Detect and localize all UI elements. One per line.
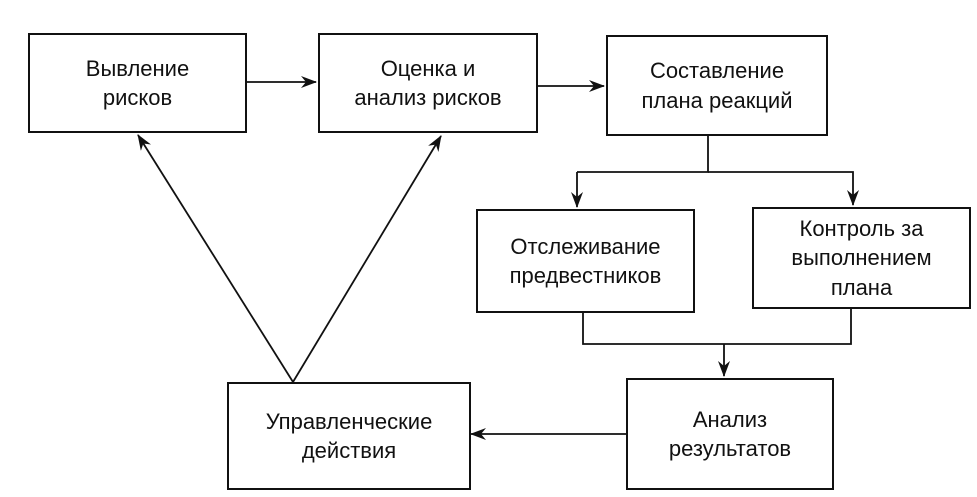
node-analysis: Анализ результатов: [626, 378, 834, 490]
connector-monitoring-merge: [582, 313, 724, 345]
node-analysis-label: Анализ результатов: [668, 406, 792, 461]
node-monitoring: Отслеживание предвестников: [476, 209, 695, 313]
node-planning-label: Составление плана реакций: [641, 58, 793, 113]
node-actions-label: Управленческие действия: [265, 408, 433, 463]
node-control: Контроль за выполнением плана: [752, 207, 971, 309]
node-identification: Вывление рисков: [28, 33, 247, 133]
node-monitoring-label: Отслеживание предвестников: [509, 233, 662, 288]
node-actions: Управленческие действия: [227, 382, 471, 490]
node-planning: Составление плана реакций: [606, 35, 828, 136]
arrow-actions-to-assessment: [292, 135, 442, 383]
connector-planning-split: [577, 136, 709, 173]
node-assessment-label: Оценка и анализ рисков: [354, 55, 502, 110]
node-control-label: Контроль за выполнением плана: [791, 216, 932, 300]
node-assessment: Оценка и анализ рисков: [318, 33, 538, 133]
node-identification-label: Вывление рисков: [85, 55, 190, 110]
connector-control-merge: [724, 309, 852, 345]
arrow-actions-to-identification: [137, 134, 294, 383]
arrow-planning-to-control: [708, 171, 859, 206]
